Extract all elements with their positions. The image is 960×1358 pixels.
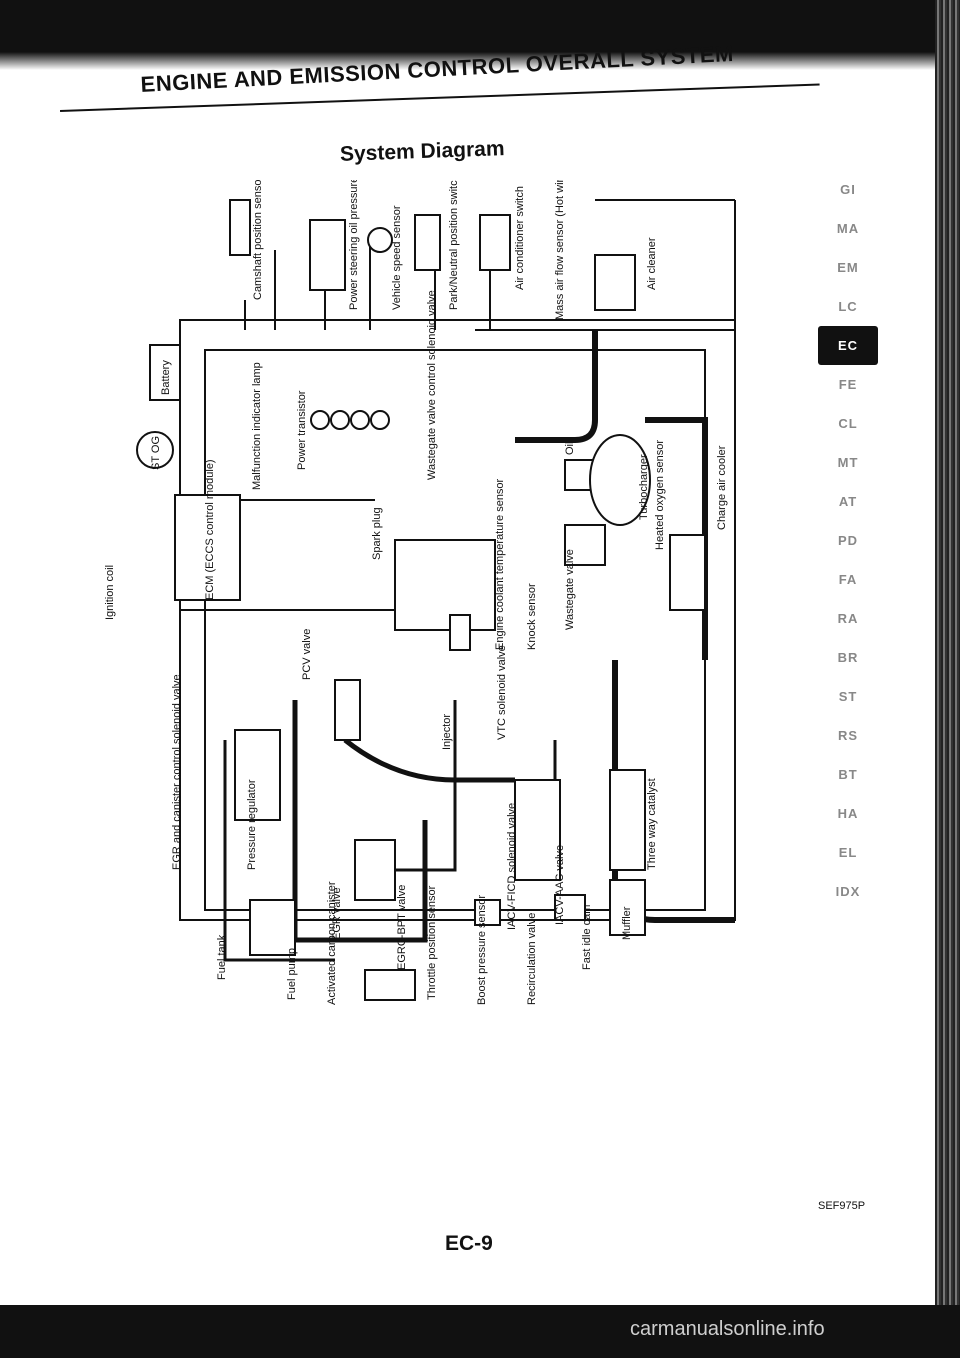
section-tab[interactable]: AT [838,494,858,509]
section-tab[interactable]: BT [838,767,858,782]
ps-switch-label: Power steering oil pressure switch [348,180,360,310]
maf-label: Mass air flow sensor (Hot wire type) [554,180,566,320]
power-transistor-label: Power transistor [296,390,308,470]
egrc-bpt-label: EGRC-BPT valve [396,885,408,970]
wastegate-label: Wastegate valve [564,549,576,630]
engine-block [394,539,496,631]
ecm-block [174,494,241,601]
aircon-switch-block [479,214,511,271]
ecm-label: ECM (ECCS control module) [204,459,216,600]
top-scan-border [0,0,960,62]
injector-label: Injector [441,714,453,750]
canister-block [364,969,416,1001]
iacv-block [514,779,561,881]
park-label: Park/Neutral position switch [448,180,460,310]
three-way-catalyst-block [609,769,646,871]
vtc-label: VTC solenoid valve [496,645,508,740]
muffler-label: Muffler [621,906,633,940]
vss-label: Vehicle speed sensor [391,205,403,310]
camshaft-sensor-block [229,199,251,256]
top-border-fade [0,52,960,70]
pressure-reg-label: Pressure regulator [246,779,258,870]
aircon-label: Air conditioner switch [514,186,526,290]
section-tab[interactable]: BR [837,650,859,665]
power-steering-switch-block [309,219,346,291]
ignition-label: Ignition coil [104,565,116,620]
iacv-ficd-label: IACV-FICD solenoid valve [506,803,518,930]
three-way-label: Three way catalyst [646,778,658,870]
section-tab[interactable]: EM [837,260,859,275]
section-tab-active[interactable]: EC [818,326,878,365]
fuel-tank-label: Fuel tank [216,934,228,980]
section-tab[interactable]: RS [837,728,859,743]
section-tab[interactable]: PD [837,533,859,548]
knock-label: Knock sensor [526,583,538,650]
pcv-label: PCV valve [301,629,313,680]
battery-block [149,344,181,401]
pressure-regulator-block [234,729,281,821]
wastegate-valve-block [564,524,606,566]
wastegate-sol-label: Wastegate valve control solenoid valve [426,290,438,480]
battery-label: Battery [160,360,172,395]
heated-o2-label: Heated oxygen sensor [654,440,666,550]
diagram-title: System Diagram [339,137,505,166]
st-og-label: ST OG [150,436,162,470]
recirculation-label: Recirculation valve [526,913,538,1005]
muffler-block [609,879,646,936]
camshaft-label: Camshaft position sensor [252,180,264,300]
turbo-label: Turbocharger [638,454,650,520]
figure-code: SEF975P [818,1200,866,1212]
section-tab[interactable]: GI [840,182,856,197]
fast-idle-label: Fast idle cam [581,905,593,970]
knock-sensor-block [449,614,471,651]
bottom-scan-border [0,1305,960,1358]
section-tab[interactable]: MT [837,455,859,470]
vehicle-speed-sensor-dial [367,227,393,253]
iacv-aac-label: IACV-AAC valve [554,845,566,925]
fuel-tank-block [249,899,296,956]
section-tab[interactable]: LC [838,299,858,314]
park-neutral-switch-block [414,214,441,271]
section-tab[interactable]: HA [837,806,859,821]
egr-valve-block [354,839,396,901]
injector-block [334,679,361,741]
boost-label: Boost pressure sensor [476,895,488,1005]
section-tab[interactable]: MA [836,221,860,236]
watermark: carmanualsonline.info [630,1318,825,1340]
boost-sensor-block [474,899,501,926]
section-tab[interactable]: CL [838,416,858,431]
charge-air-cooler-core [669,534,706,611]
canister-label: Activated carbon canister [326,881,338,1005]
section-tab[interactable]: FE [838,377,858,392]
maf-sensor-block [594,254,636,311]
fuel-pump-label: Fuel pump [286,948,298,1000]
charge-cooler-label: Charge air cooler [716,445,728,530]
spark-label: Spark plug [371,507,383,560]
page-number: EC-9 [445,1232,493,1255]
recirculation-valve-block [554,894,586,921]
oil-label: Oil [564,442,576,455]
section-tabs: GI MA EM LC EC FE CL MT AT PD FA RA BR S… [818,170,878,911]
section-tab[interactable]: FA [838,572,858,587]
right-binding-edge [935,0,960,1358]
section-tab[interactable]: ST [838,689,858,704]
air-cleaner-label: Air cleaner [646,237,658,290]
system-diagram: Camshaft position sensor Power steering … [104,180,736,1005]
egr-canister-label: EGR and canister control solenoid valve [171,674,183,870]
section-tab[interactable]: RA [837,611,859,626]
coolant-label: Engine coolant temperature sensor [494,478,506,650]
egr-valve-label: EGR valve [331,887,343,940]
section-tab[interactable]: IDX [835,884,861,899]
wiring-harness-outline [179,319,736,921]
malfunction-label: Malfunction indicator lamp [251,362,263,490]
section-tab[interactable]: EL [838,845,858,860]
st-og-indicator [136,431,174,469]
throttle-label: Throttle position sensor [426,885,438,1000]
turbocharger-housing [589,434,651,526]
power-transistor-group [310,410,390,430]
